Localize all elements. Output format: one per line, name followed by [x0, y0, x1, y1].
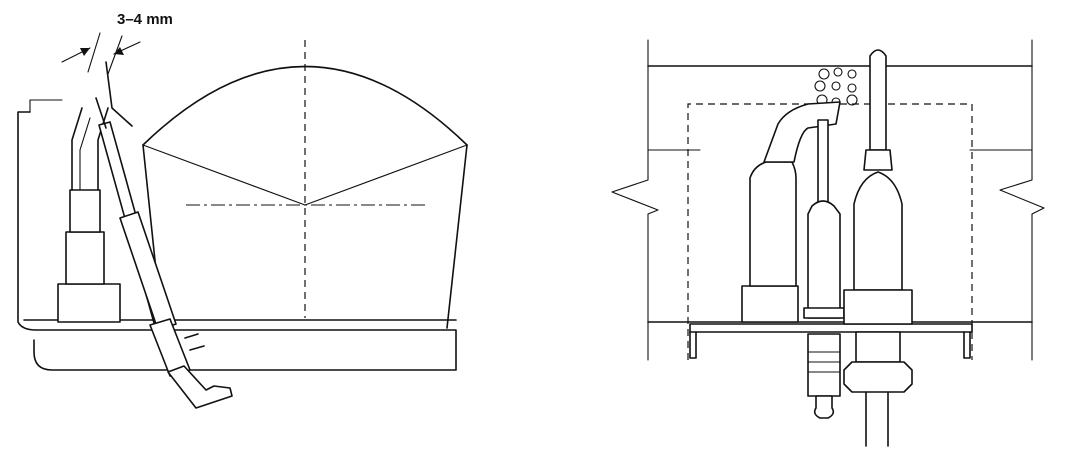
front-thermocouple-nut — [843, 289, 913, 325]
break-line-left — [611, 39, 659, 361]
port-circle — [818, 68, 830, 80]
port-circle — [831, 81, 841, 91]
front-ignition-electrode — [741, 101, 841, 323]
thermocouple-connector — [149, 318, 191, 377]
electrode-rod-highlight — [79, 117, 91, 191]
thermocouple-assembly — [95, 61, 233, 409]
gap-arrow-left-head — [80, 48, 90, 56]
center-probe-threads — [807, 351, 841, 373]
gap-dimension-label: 3–4 mm — [117, 11, 173, 28]
left-side-view: 3–4 mm — [17, 11, 468, 409]
front-electrode-tip — [763, 101, 841, 163]
port-circle — [814, 80, 826, 92]
front-housing — [611, 39, 1045, 361]
thermocouple-tip — [95, 61, 133, 129]
electrode-base-nut — [57, 283, 121, 323]
front-thermocouple-collar — [863, 149, 893, 171]
mounting-plate-legs — [689, 331, 971, 359]
electrode-insulator-lower — [65, 231, 105, 285]
thermocouple-lead-bend — [167, 365, 233, 409]
port-circle — [847, 69, 857, 79]
electrode-insulator-upper — [69, 189, 101, 233]
gas-ports — [814, 67, 858, 107]
gap-extension-line-left — [87, 32, 101, 73]
connector-rings — [184, 333, 205, 351]
port-circle — [847, 83, 857, 93]
housing-lip — [29, 99, 63, 113]
front-thermocouple-lead — [865, 391, 889, 447]
thermocouple-bulb — [119, 211, 177, 331]
center-probe-body — [807, 200, 841, 319]
center-probe-lower — [807, 333, 841, 397]
break-line-right — [999, 39, 1045, 361]
electrode-rod — [71, 107, 109, 191]
front-thermocouple-stem — [855, 331, 901, 363]
front-electrode-nut — [741, 285, 799, 323]
gap-arrow-right-head — [114, 47, 124, 55]
port-circle — [846, 94, 858, 106]
right-front-view — [611, 39, 1045, 447]
front-electrode-insulator — [749, 161, 797, 287]
gap-extension-line-right — [107, 35, 123, 75]
center-probe-rod — [817, 119, 829, 207]
ignition-electrode — [57, 107, 121, 323]
front-center-probe — [803, 119, 845, 419]
housing-outline — [17, 111, 457, 371]
front-thermocouple-hex-nut — [843, 361, 913, 393]
port-circle — [833, 67, 843, 77]
center-probe-collar — [803, 307, 845, 319]
mounting-plate — [689, 323, 973, 359]
front-thermocouple-tip — [869, 49, 887, 151]
front-thermocouple-body — [853, 171, 903, 291]
center-probe-end — [813, 395, 835, 419]
front-thermocouple — [843, 49, 913, 447]
mounting-plate-bar — [689, 323, 973, 333]
burner-head — [142, 40, 468, 329]
gap-dimension — [61, 32, 141, 75]
